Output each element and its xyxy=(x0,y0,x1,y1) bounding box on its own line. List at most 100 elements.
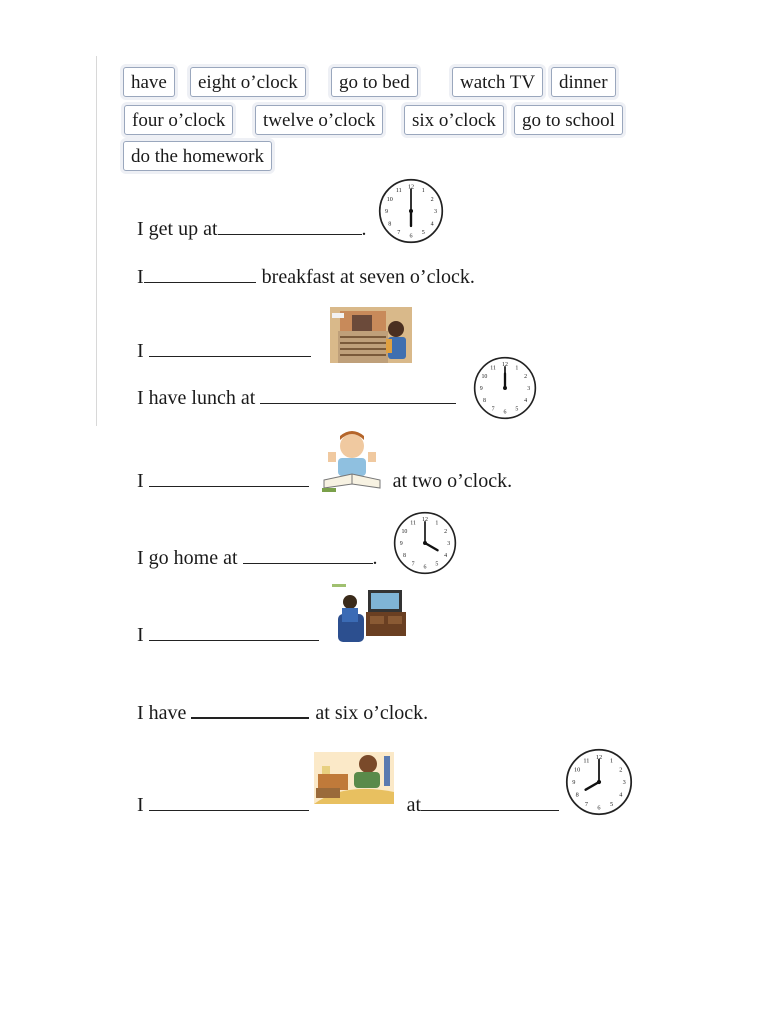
watch-tv-picture xyxy=(332,584,406,642)
clock-number: 7 xyxy=(492,407,495,413)
sentence-8-rest: at six o’clock. xyxy=(315,702,429,724)
word-bank: have eight o’clock go to bed watch TV di… xyxy=(0,0,768,180)
clock-number: 1 xyxy=(610,757,613,764)
answer-blank-4[interactable] xyxy=(260,383,457,404)
go-to-school-picture xyxy=(330,307,412,363)
clock-number: 4 xyxy=(524,398,527,404)
clock-number: 6 xyxy=(504,410,507,416)
answer-blank-3[interactable] xyxy=(148,336,311,357)
clock-number: 8 xyxy=(388,221,391,227)
clock-number: 11 xyxy=(410,520,416,526)
clock-number: 1 xyxy=(422,188,425,194)
word-chip-have[interactable]: have xyxy=(123,67,175,97)
hour-hand xyxy=(584,780,601,791)
answer-blank-9b[interactable] xyxy=(421,790,560,811)
clock-number: 11 xyxy=(396,188,402,194)
clock-number: 5 xyxy=(610,801,613,808)
clock-number: 2 xyxy=(619,767,622,774)
answer-blank-1[interactable] xyxy=(217,214,362,235)
clock-number: 7 xyxy=(412,562,415,568)
clock-number: 12 xyxy=(408,185,414,191)
word-chip-six-oclock[interactable]: six o’clock xyxy=(404,105,504,135)
word-chip-do-the-homework[interactable]: do the homework xyxy=(123,141,272,171)
word-chip-go-to-school[interactable]: go to school xyxy=(514,105,623,135)
clock-number: 3 xyxy=(527,386,530,392)
clock-number: 9 xyxy=(385,209,388,215)
clock-number: 6 xyxy=(409,234,412,240)
homework-picture xyxy=(322,431,381,492)
sentence-4-text: I have lunch at xyxy=(137,387,256,409)
clock-number: 12 xyxy=(596,754,602,761)
answer-blank-2[interactable] xyxy=(143,262,256,283)
sentence-5-rest: at two o’clock. xyxy=(392,470,513,492)
sentence-8: I have at six o’clock. xyxy=(137,697,428,726)
clock-number: 6 xyxy=(597,804,600,811)
answer-blank-6[interactable] xyxy=(242,543,373,564)
sentence-2-text: I xyxy=(137,266,144,288)
clock-number: 8 xyxy=(576,792,579,799)
clock-number: 9 xyxy=(480,386,483,392)
sentence-9: I at xyxy=(137,790,560,818)
sentence-2-rest: breakfast at seven o’clock. xyxy=(261,266,475,288)
clock-number: 4 xyxy=(431,221,434,227)
clock-number: 12 xyxy=(502,362,508,368)
answer-blank-5[interactable] xyxy=(148,466,309,487)
clock-number: 12 xyxy=(422,517,428,523)
sentence-3: I xyxy=(137,336,311,364)
word-chip-eight-oclock[interactable]: eight o’clock xyxy=(190,67,306,97)
clock-number: 3 xyxy=(434,209,437,215)
word-chip-twelve-oclock[interactable]: twelve o’clock xyxy=(255,105,384,135)
answer-blank-7[interactable] xyxy=(148,620,319,641)
clock-number: 2 xyxy=(444,529,447,535)
sentence-4: I have lunch at xyxy=(137,383,457,411)
page-edge-line xyxy=(96,56,97,426)
sentence-9-at: at xyxy=(406,794,422,816)
clock-number: 8 xyxy=(403,553,406,559)
clock-number: 5 xyxy=(422,230,425,236)
clock-number: 6 xyxy=(424,565,427,571)
hour-hand xyxy=(423,541,439,552)
word-chip-dinner[interactable]: dinner xyxy=(551,67,616,97)
clock-number: 9 xyxy=(400,541,403,547)
clock-center xyxy=(596,779,602,785)
clock-number: 9 xyxy=(572,779,575,786)
clock-number: 2 xyxy=(431,197,434,203)
clock-number: 10 xyxy=(387,197,393,203)
clock-number: 2 xyxy=(524,374,527,380)
clock-number: 7 xyxy=(585,801,588,808)
clock-number: 4 xyxy=(619,792,623,799)
answer-blank-8[interactable] xyxy=(191,697,310,719)
clock-center xyxy=(423,541,427,545)
sentence-9-text: I xyxy=(137,794,144,816)
sentence-5-text: I xyxy=(137,470,144,492)
sentence-5: I at two o’clock. xyxy=(137,466,512,494)
clock-number: 4 xyxy=(444,553,447,559)
clock-number: 10 xyxy=(401,529,407,535)
clock-number: 11 xyxy=(583,757,589,764)
sentence-1: I get up at. xyxy=(137,214,367,242)
clock-number: 8 xyxy=(483,398,486,404)
clock-number: 11 xyxy=(490,365,496,371)
sentence-3-text: I xyxy=(137,340,144,362)
sentence-8-text: I have xyxy=(137,702,187,724)
clock-number: 1 xyxy=(515,365,518,371)
clock-center xyxy=(408,208,414,214)
clock-number: 5 xyxy=(435,562,438,568)
clock-number: 10 xyxy=(574,767,580,774)
clock-center xyxy=(503,386,507,390)
answer-blank-9a[interactable] xyxy=(148,790,309,811)
sentence-1-period: . xyxy=(361,218,367,240)
clock-number: 5 xyxy=(515,407,518,413)
word-chip-watch-tv[interactable]: watch TV xyxy=(452,67,544,97)
sentence-1-text: I get up at xyxy=(137,218,218,240)
sentence-6-period: . xyxy=(372,547,378,569)
word-chip-go-to-bed[interactable]: go to bed xyxy=(331,67,418,97)
word-chip-four-oclock[interactable]: four o’clock xyxy=(124,105,234,135)
sentence-7-text: I xyxy=(137,624,144,646)
clock-number: 3 xyxy=(623,779,626,786)
